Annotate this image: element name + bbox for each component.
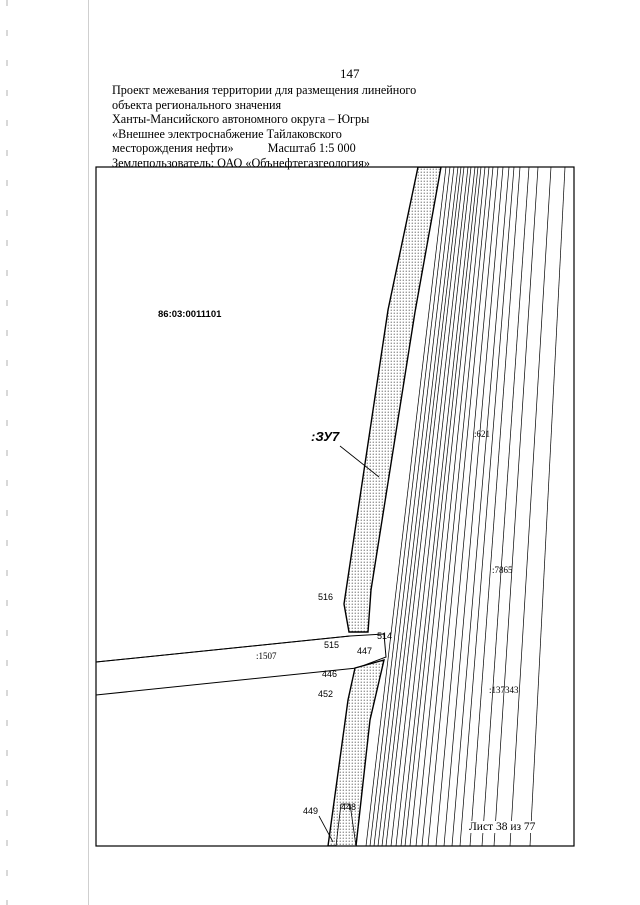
plot-zu7-label: :ЗУ7 [311, 429, 340, 444]
page-number: 147 [340, 66, 360, 81]
sheet-number: Лист 38 из 77 [467, 821, 538, 833]
point-452-label: 452 [318, 689, 333, 699]
plot-zu7-inner-strip [335, 803, 357, 846]
parcel-7865-label: :7865 [492, 565, 513, 575]
point-447-label: 447 [357, 646, 372, 656]
header-line-1: Проект межевания территории для размещен… [112, 83, 417, 97]
point-449-label: 449 [303, 806, 318, 816]
header-object-name: месторождения нефти» [112, 141, 234, 156]
header-line-5: месторождения нефти» Масштаб 1:5 000 [112, 141, 432, 156]
parcel-1507-label: :1507 [256, 651, 277, 661]
point-446-label: 446 [322, 669, 337, 679]
plot-zu7-upper [343, 167, 442, 633]
point-514-label: 514 [377, 631, 392, 641]
map-scale: Масштаб 1:5 000 [267, 141, 356, 156]
zu7-leader-line [339, 445, 380, 478]
parcel-137343-label: :137343 [489, 685, 519, 695]
binding-edge-line [88, 0, 89, 905]
point-516-label: 516 [318, 592, 333, 602]
point-449-leader-line [318, 815, 334, 843]
plot-zu7-lower [327, 659, 385, 846]
parallel-boundary-lines [365, 167, 566, 846]
point-448-label: 448 [341, 802, 356, 812]
point-515-label: 515 [324, 640, 339, 650]
header-line-4: «Внешнее электроснабжение Тайлаковского [112, 126, 342, 141]
parcel-1507-strip [96, 633, 387, 696]
scan-margin-marks [6, 0, 8, 905]
parcel-621-label: :621 [474, 429, 490, 439]
header-line-2: объекта регионального значения [112, 97, 282, 112]
parcel-1507-top-edge [96, 635, 351, 663]
map-frame [95, 166, 575, 847]
header-line-3: Ханты-Мансийского автономного округа – Ю… [112, 112, 370, 127]
cadastral-quarter-label: 86:03:0011101 [158, 309, 222, 320]
